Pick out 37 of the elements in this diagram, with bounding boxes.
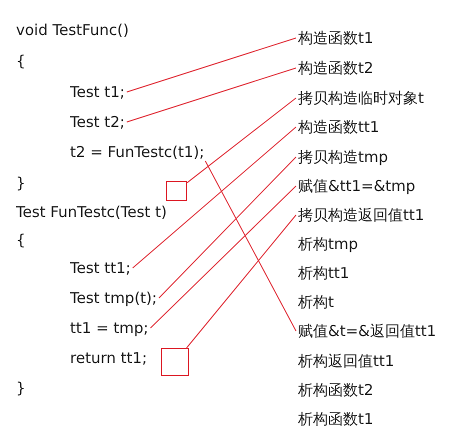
code-line: t2 = FunTestc(t1); — [70, 143, 204, 161]
leader-line — [204, 160, 296, 332]
code-line: Test tmp(t); — [70, 289, 157, 307]
leader-line — [132, 126, 296, 268]
note-text: 析构函数t1 — [298, 410, 374, 428]
code-line: Test FunTestc(Test t) — [16, 203, 167, 221]
note-text: 析构t — [298, 293, 334, 311]
highlight-box — [166, 181, 187, 201]
note-text: 赋值&tt1=&tmp — [298, 177, 416, 195]
note-text: 拷贝构造返回值tt1 — [298, 206, 424, 224]
note-text: 赋值&t=&返回值tt1 — [298, 322, 436, 340]
note-text: 析构tmp — [298, 235, 358, 253]
note-text: 构造函数t1 — [298, 29, 374, 47]
note-text: 构造函数tt1 — [298, 118, 380, 136]
note-text: 拷贝构造tmp — [298, 148, 388, 166]
highlight-box — [161, 348, 189, 376]
brace: } — [16, 174, 26, 192]
brace: } — [16, 379, 26, 397]
note-text: 构造函数t2 — [298, 59, 374, 77]
leader-line — [150, 186, 296, 328]
leader-line — [186, 98, 296, 184]
code-line: tt1 = tmp; — [70, 319, 148, 337]
brace: { — [16, 52, 26, 70]
code-line: Test t1; — [70, 83, 125, 101]
note-text: 析构函数t2 — [298, 381, 374, 399]
leader-line — [126, 68, 296, 122]
note-text: 析构返回值tt1 — [298, 352, 394, 370]
code-line: return tt1; — [70, 349, 147, 367]
code-line: Test t2; — [70, 113, 125, 131]
code-line: Test tt1; — [70, 259, 131, 277]
brace: { — [16, 231, 26, 249]
code-line: void TestFunc() — [16, 21, 129, 39]
leader-line — [126, 38, 296, 92]
leader-line — [186, 214, 296, 348]
note-text: 析构tt1 — [298, 264, 350, 282]
leader-line — [158, 156, 296, 298]
note-text: 拷贝构造临时对象t — [298, 89, 424, 107]
